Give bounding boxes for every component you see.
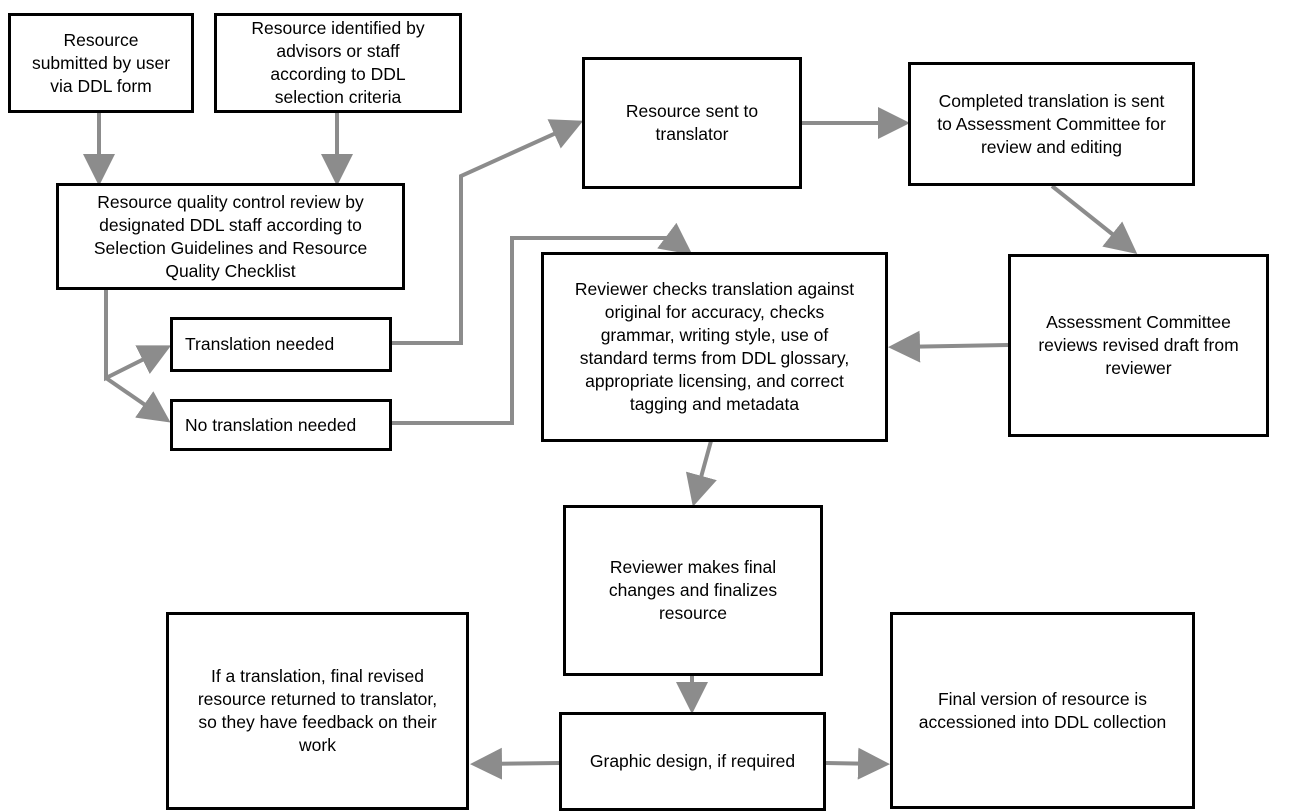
- arrow-no-translation-to-reviewer-checks: [391, 222, 693, 425]
- node-reviewer-checks: Reviewer checks translation against orig…: [541, 252, 888, 442]
- arrow-graphic-design-to-returned: [470, 747, 560, 780]
- node-no-translation-needed: No translation needed: [170, 399, 392, 451]
- node-accessioned-into-collection: Final version of resource is accessioned…: [890, 612, 1195, 809]
- arrow-review-to-no-translation: [104, 376, 171, 423]
- node-graphic-design-label: Graphic design, if required: [589, 751, 796, 771]
- arrow-translation-needed-to-translator: [391, 119, 584, 345]
- node-reviewer-checks-label: Reviewer checks translation against orig…: [574, 279, 855, 414]
- node-quality-control-review-label: Resource quality control review by desig…: [93, 191, 368, 281]
- node-translation-needed-label: Translation needed: [185, 334, 335, 354]
- node-resource-sent-to-translator: Resource sent to translator: [582, 57, 802, 189]
- node-reviewer-final-changes-label: Reviewer makes final changes and finaliz…: [608, 557, 778, 623]
- arrow-completed-to-committee: [1050, 184, 1138, 254]
- node-assessment-committee-reviews-label: Assessment Committee reviews revised dra…: [1038, 312, 1239, 378]
- node-assessment-committee-reviews: Assessment Committee reviews revised dra…: [1008, 254, 1269, 437]
- node-no-translation-needed-label: No translation needed: [185, 414, 357, 435]
- node-returned-to-translator-label: If a translation, final revised resource…: [197, 666, 438, 755]
- node-translation-needed: Translation needed: [170, 317, 392, 372]
- node-accessioned-into-collection-label: Final version of resource is accessioned…: [918, 688, 1167, 732]
- arrow-graphic-design-to-accessioned: [825, 747, 890, 780]
- node-graphic-design: Graphic design, if required: [559, 712, 826, 811]
- arrow-reviewer-checks-to-final-changes: [685, 440, 717, 507]
- arrow-review-to-translation-needed: [104, 290, 172, 382]
- node-quality-control-review: Resource quality control review by desig…: [56, 183, 405, 290]
- node-resource-identified: Resource identified by advisors or staff…: [214, 13, 462, 113]
- node-resource-sent-to-translator-label: Resource sent to translator: [625, 101, 759, 144]
- node-resource-submitted-label: Resource submitted by user via DDL form: [31, 29, 171, 96]
- node-completed-translation-label: Completed translation is sent to Assessm…: [937, 90, 1166, 157]
- node-resource-submitted: Resource submitted by user via DDL form: [8, 13, 194, 113]
- node-completed-translation: Completed translation is sent to Assessm…: [908, 62, 1195, 186]
- node-resource-identified-label: Resource identified by advisors or staff…: [251, 18, 425, 107]
- node-reviewer-final-changes: Reviewer makes final changes and finaliz…: [563, 505, 823, 676]
- arrow-committee-to-reviewer-checks: [888, 330, 1009, 363]
- node-returned-to-translator: If a translation, final revised resource…: [166, 612, 469, 810]
